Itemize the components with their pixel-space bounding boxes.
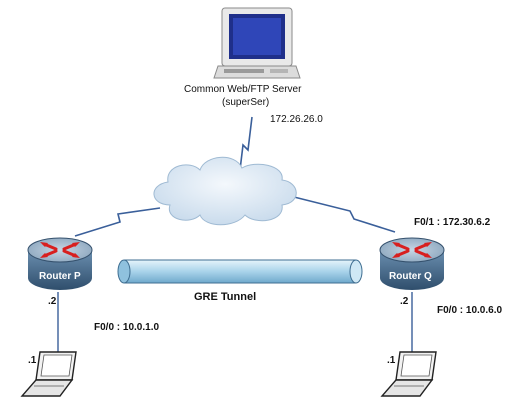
gre-tunnel-shape <box>117 259 363 284</box>
router-p-host-id: .2 <box>48 296 57 307</box>
laptop-p-host-id: .1 <box>28 355 37 366</box>
router-p-label: Router P <box>39 271 81 282</box>
router-q-wan-interface: F0/1 : 172.30.6.2 <box>414 217 491 228</box>
router-q-lan-interface: F0/0 : 10.0.6.0 <box>437 305 503 316</box>
server-name: (superSer) <box>222 97 270 108</box>
server-title: Common Web/FTP Server <box>184 84 302 95</box>
laptop-q-icon <box>380 351 437 397</box>
laptop-p-icon <box>20 351 77 397</box>
network-cloud <box>153 156 297 226</box>
server-computer-icon <box>213 7 301 79</box>
link-cloud-router-q <box>289 195 396 233</box>
gre-tunnel-label: GRE Tunnel <box>194 291 257 303</box>
router-q-host-id: .2 <box>400 296 409 307</box>
router-p-icon <box>27 237 93 290</box>
router-p-lan-interface: F0/0 : 10.0.1.0 <box>94 322 160 333</box>
router-q-label: Router Q <box>389 271 432 282</box>
link-router-p-cloud <box>74 207 161 237</box>
laptop-q-host-id: .1 <box>387 355 396 366</box>
router-q-icon <box>379 237 445 290</box>
link-cloud-server <box>239 116 253 171</box>
server-subnet: 172.26.26.0 <box>270 114 323 125</box>
